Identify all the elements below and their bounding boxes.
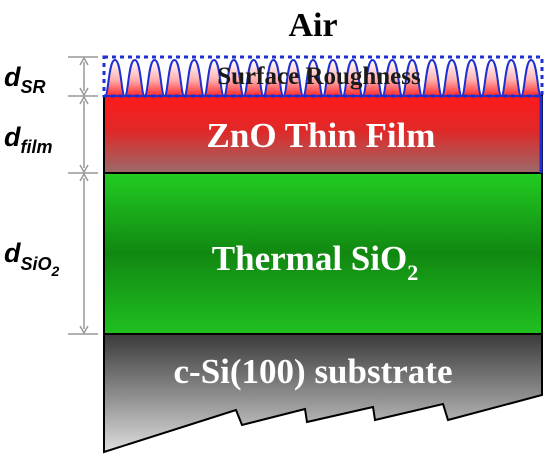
thickness-label-sr: dSR: [4, 62, 46, 97]
dim-sr-arrow-bottom: [79, 87, 89, 97]
zno-film-label: ZnO Thin Film: [207, 116, 436, 155]
surface-roughness-label: Surface Roughness: [217, 63, 421, 90]
dim-film-arrow-top: [79, 95, 89, 105]
oxide-label-subscript: 2: [407, 260, 418, 285]
substrate-label: c-Si(100) substrate: [174, 352, 453, 391]
thickness-label-oxide: dSiO2: [4, 238, 60, 279]
surface-roughness-layer: [102, 55, 544, 98]
thickness-symbol-sr: d: [4, 62, 21, 92]
roughness-bumps: [104, 58, 542, 98]
dim-oxide-arrow-top: [79, 172, 89, 182]
dim-sr-arrow-top: [79, 56, 89, 66]
thickness-symbol-oxide: d: [4, 238, 21, 268]
thickness-subsubscript-oxide: 2: [51, 263, 60, 279]
thickness-subscript-sr: SR: [21, 77, 46, 97]
dim-film-arrow-bottom: [79, 164, 89, 174]
ambient-label: Air: [288, 7, 337, 44]
thickness-subscript-oxide: SiO: [21, 254, 52, 274]
roughness-boundary: [102, 55, 544, 98]
dimension-markers: [68, 56, 98, 335]
thickness-label-film: dfilm: [4, 122, 53, 157]
substrate-layer: [103, 333, 543, 454]
thickness-symbol-film: d: [4, 122, 21, 152]
dim-oxide-arrow-bottom: [79, 325, 89, 335]
oxide-label-main: Thermal SiO: [212, 239, 407, 278]
oxide-layer: [103, 172, 543, 335]
thickness-subscript-film: film: [21, 137, 53, 157]
oxide-label: Thermal SiO2: [212, 239, 418, 285]
